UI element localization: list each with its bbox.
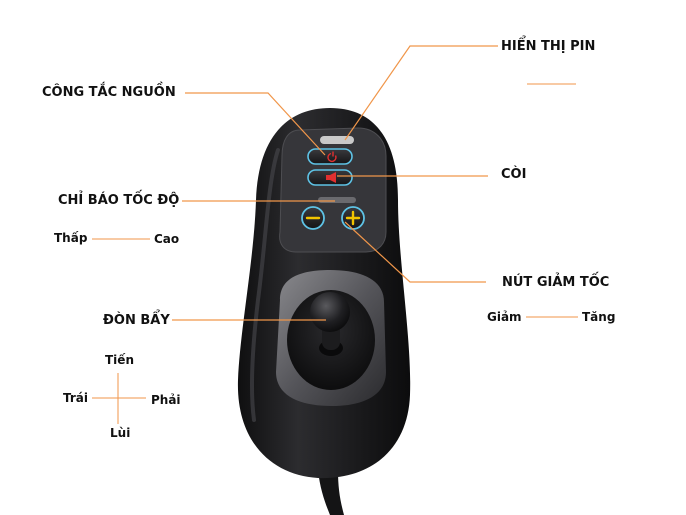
right-label: Phải xyxy=(151,393,181,407)
cable xyxy=(318,470,344,515)
speed-indicator-label: CHỈ BÁO TỐC ĐỘ xyxy=(58,193,180,208)
battery-display-label: HIỂN THỊ PIN xyxy=(501,39,596,54)
leader-lines xyxy=(172,45,498,321)
decrease-label: Giảm xyxy=(487,310,522,324)
remote-body-highlight xyxy=(249,148,280,422)
remote-controller xyxy=(237,108,411,479)
speed-increase-button[interactable] xyxy=(341,206,365,230)
power-switch-label: CÔNG TẮC NGUỒN xyxy=(42,85,176,100)
power-button[interactable] xyxy=(307,148,353,165)
control-panel xyxy=(279,127,387,253)
backward-label: Lùi xyxy=(110,426,131,440)
speed-low-label: Thấp xyxy=(54,231,88,245)
power-icon xyxy=(327,151,337,163)
direction-cross xyxy=(92,373,146,424)
left-label: Trái xyxy=(63,391,88,405)
joystick-knob[interactable] xyxy=(310,292,350,356)
forward-label: Tiến xyxy=(105,353,134,367)
leader-power xyxy=(185,92,326,156)
increase-label: Tăng xyxy=(582,310,616,324)
speed-indicator-bar xyxy=(318,197,356,203)
leader-battery xyxy=(344,45,498,141)
leader-speed-button xyxy=(344,221,486,283)
speed-decrease-button[interactable] xyxy=(301,206,325,230)
speed-button-label: NÚT GIẢM TỐC xyxy=(502,275,610,290)
horn-button[interactable] xyxy=(307,169,353,186)
battery-led-bar xyxy=(320,136,354,144)
plus-icon xyxy=(345,210,361,226)
joystick-label: ĐÒN BẨY xyxy=(103,313,170,328)
horn-icon xyxy=(326,172,336,183)
horn-label: CÒI xyxy=(501,167,527,182)
speed-high-label: Cao xyxy=(154,232,180,246)
